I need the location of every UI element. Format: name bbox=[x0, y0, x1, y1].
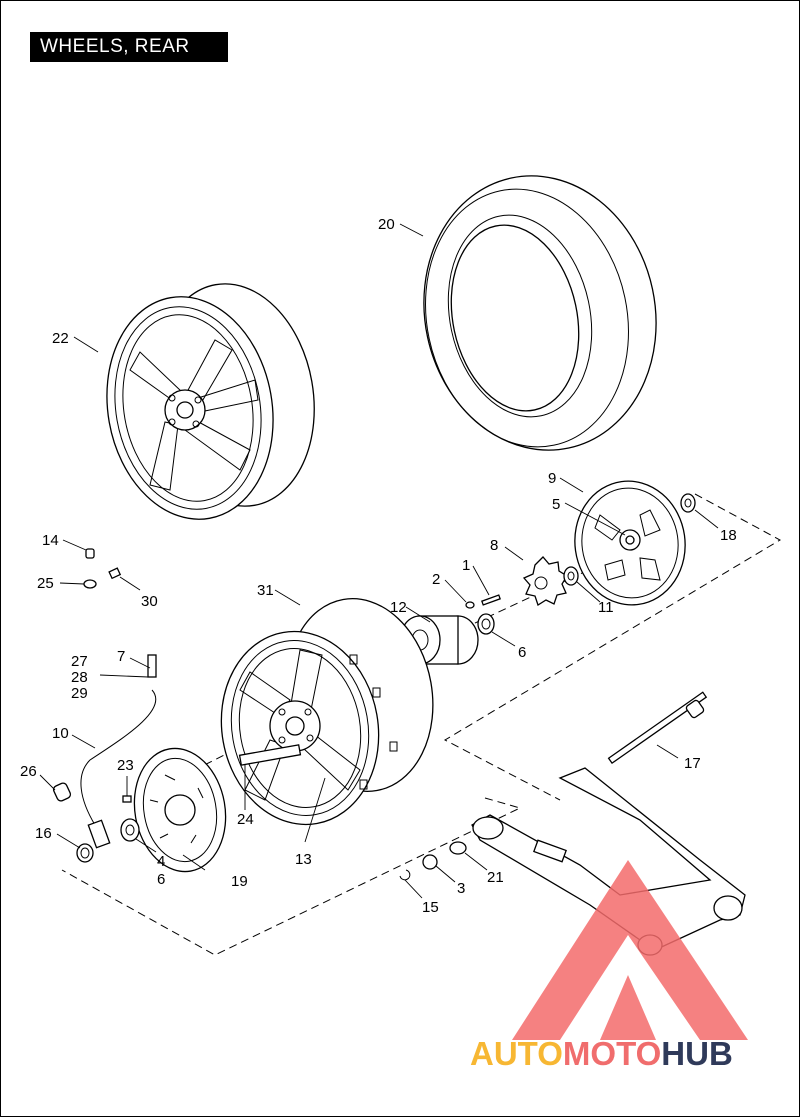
callout-3: 3 bbox=[457, 880, 465, 897]
callout-9: 9 bbox=[548, 470, 556, 487]
callout-28: 28 bbox=[71, 669, 88, 686]
callout-29: 29 bbox=[71, 685, 88, 702]
brake-disc bbox=[133, 747, 227, 873]
tire bbox=[423, 175, 657, 451]
bearing-6-upper bbox=[477, 613, 495, 635]
hub bbox=[399, 615, 479, 665]
bolt-23 bbox=[122, 795, 132, 803]
callout-15: 15 bbox=[422, 899, 439, 916]
watermark-triangle bbox=[512, 860, 748, 1040]
callout-19: 19 bbox=[231, 873, 248, 890]
watermark-hub: HUB bbox=[661, 1035, 733, 1072]
callout-6-lower: 6 bbox=[157, 871, 165, 888]
spacer-4 bbox=[120, 818, 140, 842]
callout-20: 20 bbox=[378, 216, 395, 233]
sprocket bbox=[574, 480, 686, 606]
callout-31: 31 bbox=[257, 582, 274, 599]
callout-11: 11 bbox=[598, 599, 614, 616]
bearing-11 bbox=[563, 566, 579, 586]
axle bbox=[607, 691, 708, 765]
watermark-logo: AUTOMOTOHUB bbox=[470, 860, 748, 1072]
callout-27: 27 bbox=[71, 653, 88, 670]
watermark-moto: MOTO bbox=[563, 1035, 661, 1072]
bearing-18 bbox=[680, 493, 696, 513]
callout-10: 10 bbox=[52, 725, 69, 742]
svg-text:AUTOMOTOHUB: AUTOMOTOHUB bbox=[470, 1035, 733, 1072]
callout-1: 1 bbox=[462, 557, 470, 574]
callout-23: 23 bbox=[117, 757, 134, 774]
callout-5: 5 bbox=[552, 496, 560, 513]
callout-21: 21 bbox=[487, 869, 504, 886]
callout-24: 24 bbox=[237, 811, 254, 828]
adjuster-parts bbox=[399, 841, 467, 881]
callout-labels: 20 22 9 5 18 14 8 1 2 25 30 12 11 31 6 7… bbox=[20, 216, 737, 916]
small-hardware bbox=[83, 548, 122, 589]
callout-17: 17 bbox=[684, 755, 701, 772]
callout-6: 6 bbox=[518, 644, 526, 661]
leader-lines bbox=[39, 223, 719, 899]
callout-7: 7 bbox=[117, 648, 125, 665]
callout-2: 2 bbox=[432, 571, 440, 588]
watermark-auto: AUTO bbox=[470, 1035, 563, 1072]
callout-4: 4 bbox=[157, 853, 165, 870]
callout-12: 12 bbox=[390, 599, 407, 616]
callout-26: 26 bbox=[20, 763, 37, 780]
upper-wheel bbox=[106, 283, 315, 520]
callout-25: 25 bbox=[37, 575, 54, 592]
callout-18: 18 bbox=[720, 527, 737, 544]
callout-8: 8 bbox=[490, 537, 498, 554]
rear-wheel bbox=[220, 598, 434, 826]
callout-13: 13 bbox=[295, 851, 312, 868]
callout-30: 30 bbox=[141, 593, 158, 610]
wheel-speed-sensor bbox=[52, 654, 157, 849]
page-title: WHEELS, REAR bbox=[30, 32, 228, 62]
bearing-16 bbox=[76, 843, 94, 863]
isolator bbox=[522, 556, 568, 606]
bolt-1 bbox=[465, 594, 501, 609]
callout-14: 14 bbox=[42, 532, 59, 549]
callout-16: 16 bbox=[35, 825, 52, 842]
callout-22: 22 bbox=[52, 330, 69, 347]
